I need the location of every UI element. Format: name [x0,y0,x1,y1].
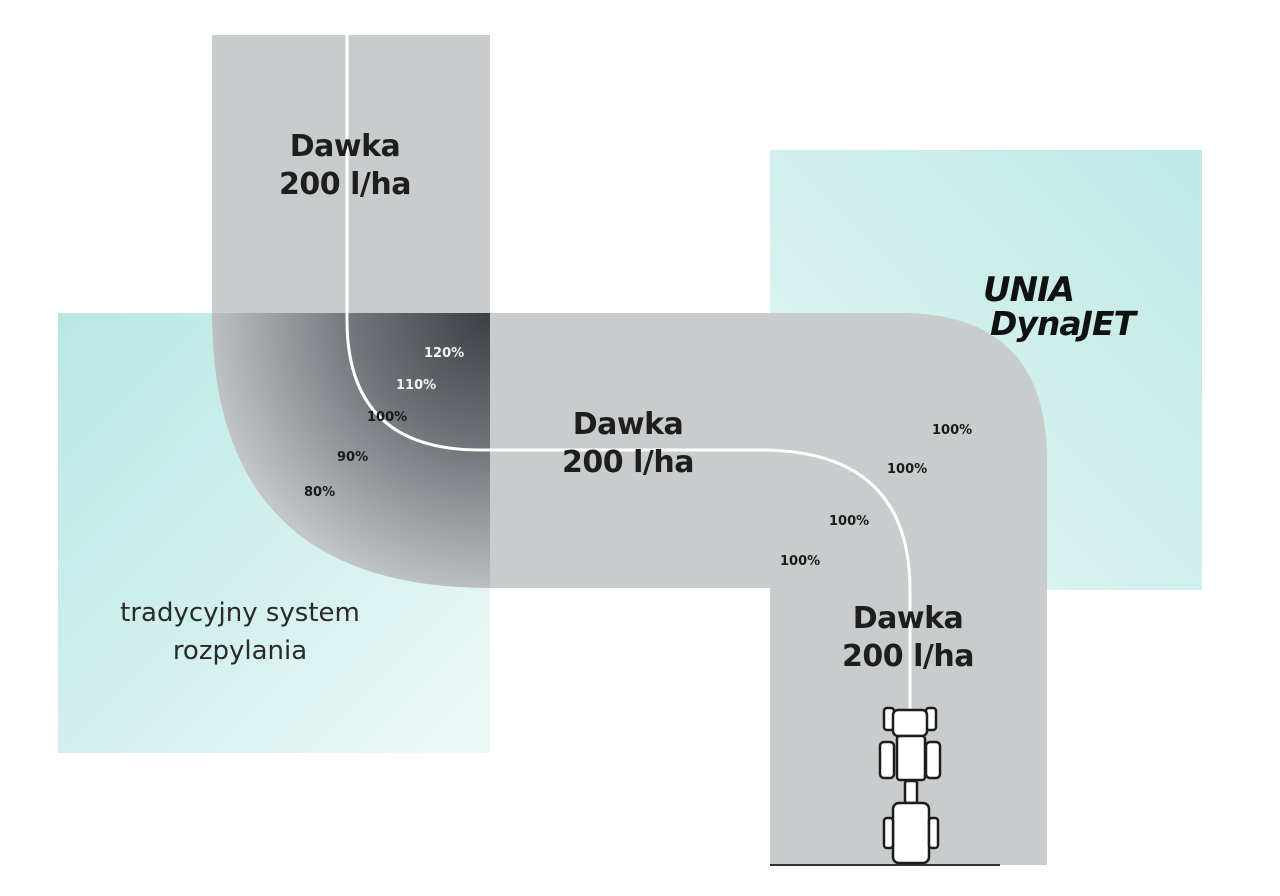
traditional-caption-line2: rozpylania [172,636,308,666]
traditional-rate-label: 120% [424,346,465,361]
traditional-rate-label: 100% [367,410,408,425]
traditional-turn-field [212,313,490,588]
brand-line1: UNIA [983,270,1075,310]
tractor-path [345,35,912,715]
bottom-dose-value: 200 l/ha [842,639,974,674]
dynajet-rate-label: 100% [829,514,870,529]
top-dose-title: Dawka [289,129,401,164]
dynajet-rate-label: 100% [932,423,973,438]
traditional-rate-label: 80% [304,485,336,500]
traditional-caption-line1: tradycyjny system [120,598,360,628]
top-dose-value: 200 l/ha [279,167,411,202]
traditional-rate-label: 90% [337,450,369,465]
tractor-icon [878,706,942,865]
top-field-band [212,35,490,315]
bottom-dose-title: Dawka [852,601,964,636]
top-dose-label: Dawka 200 l/ha [245,128,445,204]
dynajet-rate-label: 100% [887,462,928,477]
traditional-system-caption: tradycyjny system rozpylania [80,594,400,670]
brand-line2: DynaJET [990,304,1136,343]
middle-dose-label: Dawka 200 l/ha [528,406,728,482]
traditional-rate-label: 110% [396,378,437,393]
middle-dose-title: Dawka [572,407,684,442]
middle-dose-value: 200 l/ha [562,445,694,480]
dynajet-rate-label: 100% [780,554,821,569]
dynajet-turn-field [490,313,1047,865]
bottom-dose-label: Dawka 200 l/ha [808,600,1008,676]
